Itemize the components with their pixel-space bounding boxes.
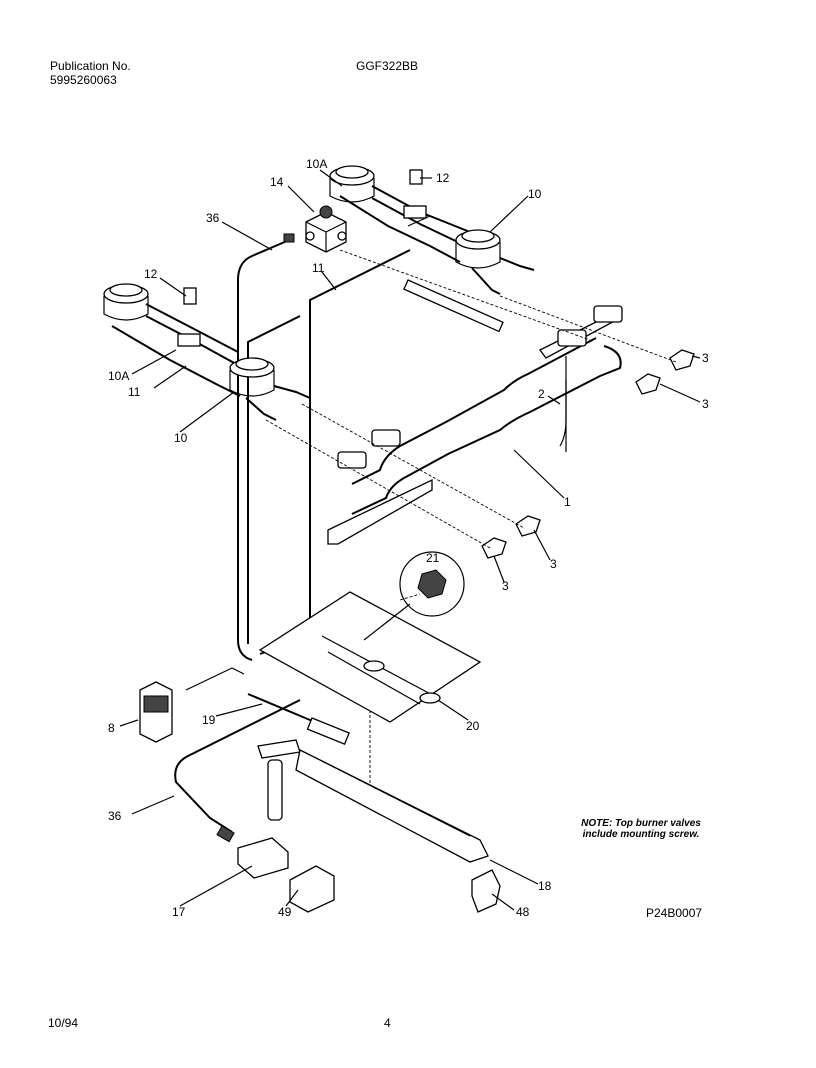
oven-burner-20 bbox=[258, 591, 482, 723]
callout-2: 2 bbox=[538, 387, 545, 401]
callout-3-c: 3 bbox=[550, 557, 557, 571]
publication-label: Publication No. bbox=[50, 59, 131, 73]
callout-10-left: 10 bbox=[174, 431, 188, 445]
note-line-2: include mounting screw. bbox=[582, 829, 700, 840]
part-8 bbox=[139, 681, 173, 743]
tube-11-a bbox=[259, 249, 411, 655]
callout-10a-top: 10A bbox=[306, 157, 327, 171]
tube-11-b bbox=[247, 315, 301, 644]
burner-valves bbox=[337, 305, 623, 469]
fitting bbox=[283, 233, 295, 243]
callout-3-d: 3 bbox=[502, 579, 509, 593]
callout-18: 18 bbox=[538, 879, 552, 893]
drawing-code: P24B0007 bbox=[646, 906, 703, 920]
callout-48: 48 bbox=[516, 905, 530, 919]
callout-36-bottom: 36 bbox=[108, 809, 122, 823]
callout-3-b: 3 bbox=[702, 397, 709, 411]
callout-8: 8 bbox=[108, 721, 115, 735]
callout-19: 19 bbox=[202, 713, 216, 727]
callout-21: 21 bbox=[426, 551, 440, 565]
callout-10-top: 10 bbox=[528, 187, 542, 201]
note-line-1: NOTE: Top burner valves bbox=[581, 818, 701, 829]
callout-17: 17 bbox=[172, 905, 186, 919]
callout-12-top: 12 bbox=[436, 171, 450, 185]
left-burner-assembly bbox=[103, 283, 311, 421]
leader-lines bbox=[119, 169, 701, 911]
publication-number: 5995260063 bbox=[50, 73, 117, 87]
callout-3-a: 3 bbox=[702, 351, 709, 365]
callout-11-top: 11 bbox=[312, 261, 325, 275]
callout-11-left: 11 bbox=[128, 385, 141, 399]
part-17 bbox=[237, 837, 289, 879]
part-49 bbox=[289, 865, 335, 913]
note-text: NOTE: Top burner valves include mounting… bbox=[566, 818, 716, 840]
callout-12-left: 12 bbox=[144, 267, 158, 281]
callout-10a-left: 10A bbox=[108, 369, 129, 383]
nut-21 bbox=[399, 551, 465, 617]
manifold-bracket bbox=[327, 478, 433, 545]
callout-20: 20 bbox=[466, 719, 480, 733]
wire-2 bbox=[559, 356, 567, 447]
valve-14 bbox=[305, 205, 347, 253]
rear-valve-body bbox=[403, 279, 504, 333]
callout-1: 1 bbox=[564, 495, 571, 509]
model-number: GGF322BB bbox=[356, 59, 419, 73]
safety-valve-assembly bbox=[257, 739, 489, 863]
gas-line-36-top bbox=[237, 237, 295, 661]
footer-date: 10/94 bbox=[48, 1016, 79, 1030]
callout-labels: 10A 14 36 12 10 11 12 10A 11 10 3 3 2 1 … bbox=[108, 157, 709, 919]
orifice-hoods-3 bbox=[481, 349, 695, 559]
part-48 bbox=[471, 869, 501, 913]
callout-49: 49 bbox=[278, 905, 292, 919]
callout-14: 14 bbox=[270, 175, 284, 189]
right-burner-assembly bbox=[329, 165, 535, 295]
footer-page: 4 bbox=[384, 1016, 391, 1030]
manifold-pipe bbox=[351, 345, 622, 515]
callout-36-top: 36 bbox=[206, 211, 220, 225]
gas-line-36-bottom bbox=[174, 699, 301, 833]
